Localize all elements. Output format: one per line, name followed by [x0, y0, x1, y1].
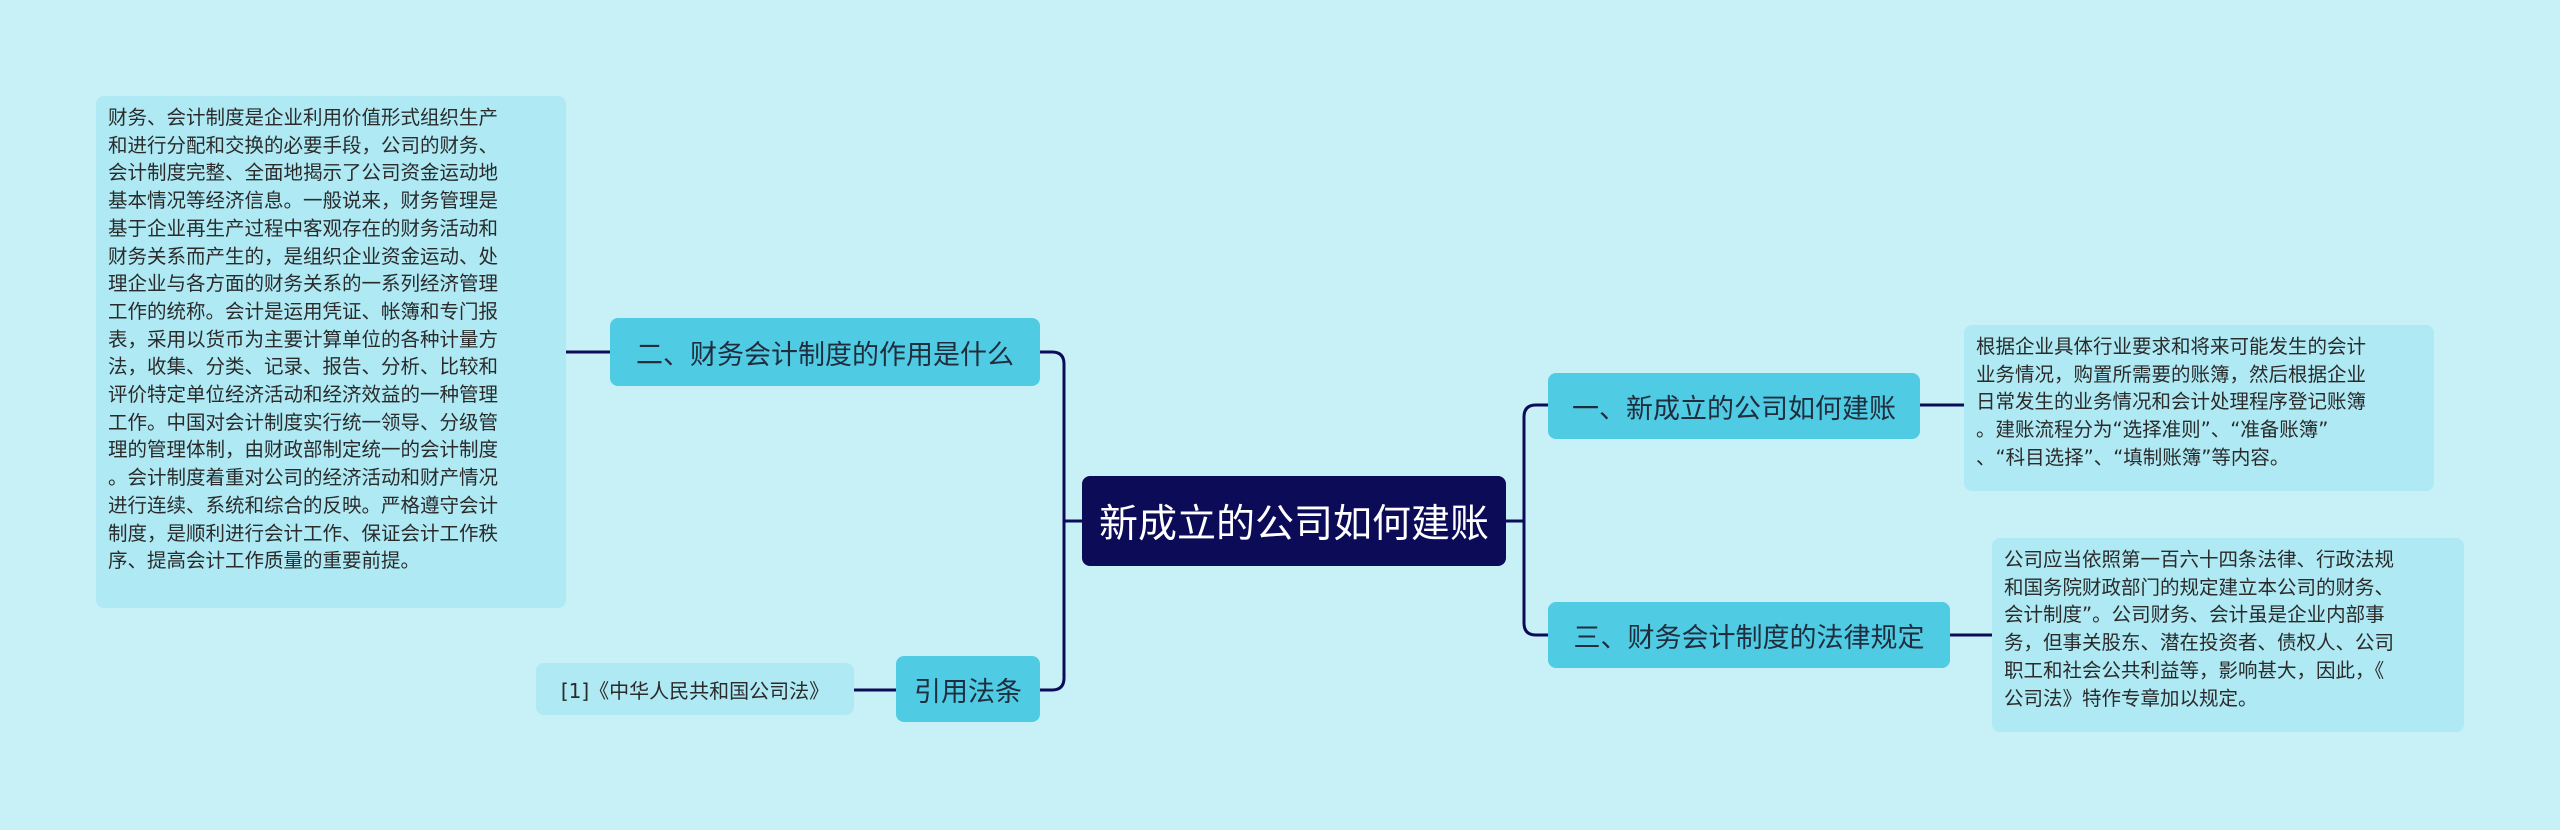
branch-node-3-detail: 公司应当依照第一百六十四条法律、行政法规 和国务院财政部门的规定建立本公司的财务… [1992, 538, 2464, 732]
branch-node-3-label: 三、财务会计制度的法律规定 [1573, 622, 1925, 654]
branch-node-2[interactable]: 二、财务会计制度的作用是什么 [610, 318, 1040, 386]
connector-root-to-branch-2 [1040, 350, 1082, 523]
branch-node-3[interactable]: 三、财务会计制度的法律规定 [1548, 602, 1950, 668]
central-topic-label: 新成立的公司如何建账 [1098, 502, 1489, 547]
connector-root-to-citation [1040, 519, 1082, 692]
citation-node[interactable]: 引用法条 [896, 656, 1040, 722]
central-topic[interactable]: 新成立的公司如何建账 [1082, 476, 1506, 566]
branch-node-1-label: 一、新成立的公司如何建账 [1572, 393, 1896, 425]
branch-node-2-detail: 财务、会计制度是企业利用价值形式组织生产 和进行分配和交换的必要手段，公司的财务… [96, 96, 566, 608]
branch-node-1[interactable]: 一、新成立的公司如何建账 [1548, 373, 1920, 439]
citation-reference-text: [1]《中华人民共和国公司法》 [560, 678, 830, 703]
citation-node-label: 引用法条 [914, 676, 1022, 708]
citation-reference: [1]《中华人民共和国公司法》 [536, 663, 854, 715]
branch-node-1-detail: 根据企业具体行业要求和将来可能发生的会计 业务情况，购置所需要的账簿，然后根据企… [1964, 325, 2434, 491]
branch-node-2-label: 二、财务会计制度的作用是什么 [636, 339, 1014, 371]
connector-root-to-branch-1 [1506, 403, 1548, 523]
connector-root-to-branch-3 [1506, 519, 1548, 637]
